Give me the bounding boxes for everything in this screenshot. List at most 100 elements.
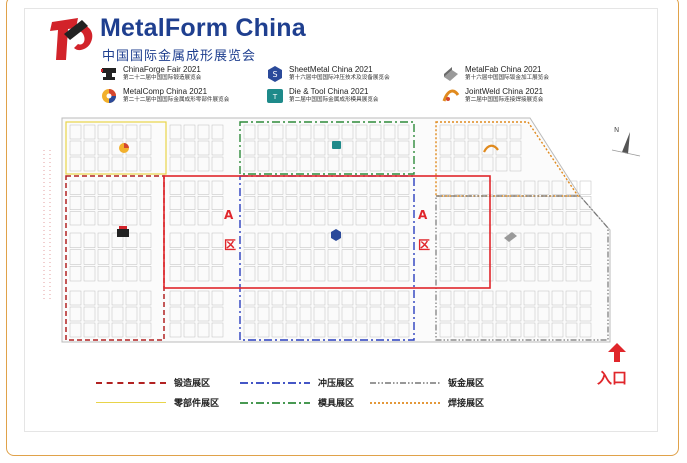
booth-cell	[551, 232, 564, 248]
booth-cell	[125, 180, 138, 195]
booth-cell	[183, 124, 196, 140]
booth-cell	[83, 211, 96, 226]
booth-cell	[537, 180, 550, 195]
booth-cell	[69, 211, 82, 226]
booth-cell	[481, 196, 494, 210]
legend-label: 冲压展区	[318, 379, 355, 389]
booth-cell	[83, 232, 96, 248]
booth-cell	[125, 266, 138, 282]
booth-cell	[97, 232, 110, 248]
booth-cell	[125, 322, 138, 338]
booth-cell	[495, 156, 508, 172]
booth-cell	[243, 306, 256, 322]
booth-cell	[439, 306, 452, 322]
booth-cell	[97, 156, 110, 172]
booth-cell	[271, 124, 284, 140]
booth-cell	[383, 266, 396, 282]
legend-welding: 焊接展区	[370, 396, 484, 409]
legend-label: 模具展区	[318, 399, 355, 409]
outer-frame	[6, 0, 679, 456]
booth-cell	[369, 124, 382, 140]
booth-cell	[169, 322, 182, 338]
booth-cell	[169, 156, 182, 172]
booth-cell	[69, 266, 82, 282]
booth-cell	[299, 266, 312, 282]
booth-cell	[383, 232, 396, 248]
booth-cell	[197, 266, 210, 282]
booth-cell	[369, 266, 382, 282]
booth-cell	[299, 196, 312, 210]
booth-cell	[495, 211, 508, 226]
booth-cell	[139, 306, 152, 322]
booth-cell	[183, 266, 196, 282]
booth-cell	[481, 290, 494, 306]
booth-cell	[183, 306, 196, 322]
booth-cell	[579, 306, 592, 322]
show-name: Die & Tool China 2021	[289, 87, 369, 96]
booth-cell	[481, 322, 494, 338]
booth-cell	[211, 140, 224, 156]
booth-cell	[327, 156, 340, 172]
booth-cell	[243, 156, 256, 172]
booth-cell	[299, 211, 312, 226]
booth-cell	[509, 124, 522, 140]
show-subtitle: 第二十二届中国国际锻造展览会	[123, 75, 202, 81]
booth-cell	[467, 266, 480, 282]
show-name: ChinaForge Fair 2021	[123, 65, 201, 74]
booth-cell	[551, 180, 564, 195]
booth-cell	[355, 249, 368, 265]
booth-cell	[397, 290, 410, 306]
booth-cell	[509, 156, 522, 172]
booth-cell	[439, 322, 452, 338]
booth-cell	[257, 232, 270, 248]
booth-cell	[397, 140, 410, 156]
booth-cell	[453, 306, 466, 322]
booth-cell	[453, 156, 466, 172]
zone-a-right-letter: A	[418, 208, 428, 222]
booth-cell	[551, 290, 564, 306]
brand-subtitle: 中国国际金属成形展览会	[102, 49, 257, 64]
booth-cell	[285, 196, 298, 210]
booth-cell	[257, 211, 270, 226]
booth-cell	[69, 140, 82, 156]
booth-cell	[509, 266, 522, 282]
booth-cell	[97, 124, 110, 140]
booth-cell	[383, 124, 396, 140]
booth-cell	[211, 249, 224, 265]
booth-cell	[257, 140, 270, 156]
show-item-jointweld: JointWeld China 2021 第二届中国国际连接焊接展览会	[442, 87, 543, 105]
booth-cell	[355, 290, 368, 306]
booth-cell	[285, 124, 298, 140]
booth-cell	[355, 232, 368, 248]
booth-cell	[341, 266, 354, 282]
booth-cell	[341, 211, 354, 226]
booth-cell	[139, 232, 152, 248]
booth-cell	[125, 306, 138, 322]
booth-cell	[481, 124, 494, 140]
booth-cell	[69, 156, 82, 172]
booth-cell	[69, 180, 82, 195]
booth-cell	[197, 322, 210, 338]
booth-cell	[139, 196, 152, 210]
booth-cell	[467, 249, 480, 265]
zone-a-left-suffix: 区	[224, 238, 237, 252]
booth-cell	[285, 322, 298, 338]
legend-line	[240, 401, 310, 404]
north-arrow-icon	[611, 132, 641, 157]
booth-cell	[439, 140, 452, 156]
booth-cell	[197, 196, 210, 210]
booth-cell	[327, 290, 340, 306]
booth-cell	[579, 322, 592, 338]
booth-cell	[111, 156, 124, 172]
booth-cell	[97, 249, 110, 265]
booth-cell	[211, 266, 224, 282]
booth-cell	[97, 211, 110, 226]
entrance-arrow-icon	[608, 343, 626, 362]
booth-cell	[453, 211, 466, 226]
booth-cell	[211, 196, 224, 210]
booth-cell	[439, 290, 452, 306]
booth-cell	[125, 249, 138, 265]
booth-cell	[579, 249, 592, 265]
booth-cell	[509, 290, 522, 306]
booth-cell	[139, 156, 152, 172]
